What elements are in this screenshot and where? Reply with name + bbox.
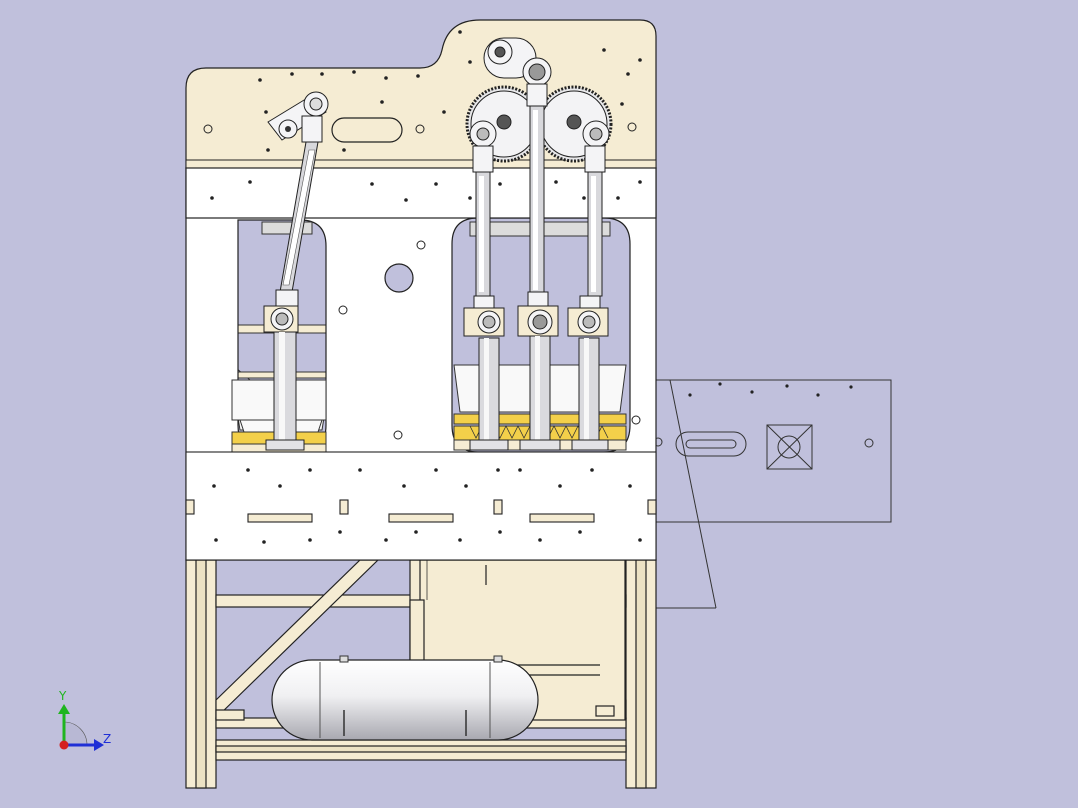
plate-hole: [278, 484, 282, 488]
plate-hole: [464, 484, 468, 488]
plate-hole: [380, 100, 384, 104]
plate-hole: [638, 538, 642, 542]
plate-hole: [414, 530, 418, 534]
plate-holes: [210, 30, 642, 544]
plate-hole: [434, 468, 438, 472]
y-axis-label: Y: [58, 689, 67, 703]
plate-hole: [342, 148, 346, 152]
plate-hole: [402, 484, 406, 488]
plate-hole: [358, 468, 362, 472]
cylinder-1: [463, 120, 509, 451]
plate-hole: [338, 530, 342, 534]
left-cylinder: [263, 91, 329, 451]
plate-hole: [248, 180, 252, 184]
plate-hole: [468, 60, 472, 64]
plate-hole: [214, 538, 218, 542]
plate-hole: [352, 70, 356, 74]
plate-hole: [518, 468, 522, 472]
plate-hole: [578, 530, 582, 534]
stand-frame: [185, 559, 657, 789]
plate-hole: [498, 182, 502, 186]
air-tank: [271, 655, 539, 741]
plate-hole: [496, 468, 500, 472]
plate-hole: [308, 538, 312, 542]
plate-hole: [264, 110, 268, 114]
plate-hole: [498, 530, 502, 534]
plate-hole: [628, 484, 632, 488]
plate-hole: [590, 468, 594, 472]
plate-hole: [458, 30, 462, 34]
plate-hole: [638, 180, 642, 184]
plate-hole: [602, 48, 606, 52]
plate-hole: [582, 196, 586, 200]
plate-hole: [258, 78, 262, 82]
plate-hole: [262, 540, 266, 544]
plate-hole: [210, 196, 214, 200]
plate-hole: [616, 196, 620, 200]
plate-hole: [538, 538, 542, 542]
plate-hole: [370, 182, 374, 186]
coordinate-triad: Y Z: [58, 689, 111, 751]
plate-hole: [246, 468, 250, 472]
plate-hole: [320, 72, 324, 76]
plate-hole: [458, 538, 462, 542]
plate-hole: [212, 484, 216, 488]
z-axis-label: Z: [103, 732, 111, 746]
plate-hole: [308, 468, 312, 472]
plate-hole: [468, 196, 472, 200]
lower-band: [185, 451, 657, 561]
plate-hole: [620, 102, 624, 106]
conveyor-holes: [688, 382, 853, 397]
plate-hole: [558, 484, 562, 488]
plate-hole: [554, 180, 558, 184]
plate-hole: [442, 110, 446, 114]
plate-hole: [384, 76, 388, 80]
plate-hole: [626, 72, 630, 76]
plate-hole: [384, 538, 388, 542]
right-cylinders: [463, 57, 610, 451]
cylinder-3: [567, 120, 610, 451]
plate-hole: [404, 198, 408, 202]
plate-hole: [434, 182, 438, 186]
plate-hole: [638, 58, 642, 62]
plate-hole: [416, 74, 420, 78]
plate-hole: [290, 72, 294, 76]
plate-hole: [266, 148, 270, 152]
x-axis-dot: [59, 740, 69, 750]
cylinder-2: [517, 57, 561, 451]
